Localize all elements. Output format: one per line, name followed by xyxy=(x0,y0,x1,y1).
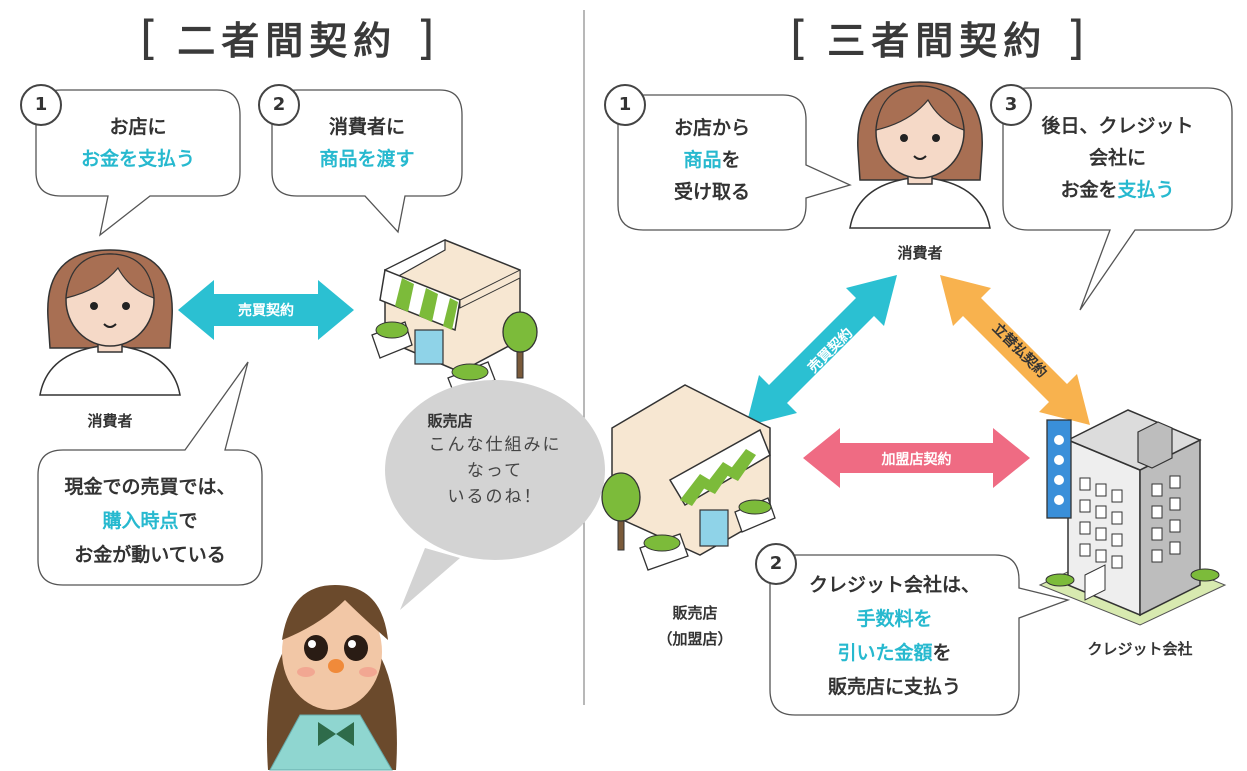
left-shop-label: 販売店 xyxy=(427,412,473,430)
right-company-label: クレジット会社 xyxy=(1087,640,1193,658)
right-member-arrow-label: 加盟店契約 xyxy=(881,452,952,468)
right-bubble-2-highlight-1: 手数料を xyxy=(856,608,933,630)
right-shop-label-line1: 販売店 xyxy=(672,604,718,622)
right-bubble-3-highlight: 支払う xyxy=(1117,179,1175,201)
left-consumer-illustration xyxy=(39,249,181,396)
right-advance-arrow xyxy=(940,275,1090,425)
right-title-close-bracket: ] xyxy=(1066,11,1085,65)
left-note-text: 現金での売買では、 購入時点で お金が動いている xyxy=(38,470,262,572)
left-bubble-1-number: 1 xyxy=(20,84,62,126)
left-bubble-2-text: 消費者に 商品を渡す xyxy=(272,111,462,175)
left-bubble-1-highlight: お金を支払う xyxy=(80,148,195,170)
left-shop-illustration xyxy=(371,239,538,397)
right-bubble-3-line3-a: お金を xyxy=(1060,179,1118,201)
right-bubble-1-line2-rest: を xyxy=(721,149,741,171)
right-consumer-label: 消費者 xyxy=(897,244,943,262)
right-bubble-2-text: クレジット会社は、 手数料を 引いた金額を 販売店に支払う xyxy=(770,568,1019,704)
left-bubble-1-text: お店に お金を支払う xyxy=(36,111,240,175)
left-note-shape xyxy=(37,361,263,586)
left-title-close-bracket: ] xyxy=(416,11,435,65)
left-note-line1: 現金での売買では、 xyxy=(64,476,236,498)
right-bubble-1-line1: お店から xyxy=(673,117,750,139)
right-title-text: 三者間契約 xyxy=(827,19,1048,63)
right-bubble-2-line4: 販売店に支払う xyxy=(827,676,961,698)
right-company-illustration xyxy=(1038,409,1227,626)
right-bubble-1-highlight: 商品 xyxy=(683,149,722,171)
left-bubble-2-highlight: 商品を渡す xyxy=(319,148,415,170)
left-note-highlight: 購入時点 xyxy=(102,510,179,532)
left-bubble-1-line1: お店に xyxy=(109,116,167,138)
right-bubble-2-number: 2 xyxy=(755,543,797,585)
right-bubble-2-line3: 引いた金額を xyxy=(770,636,1019,670)
right-bubble-1-line2: 商品を xyxy=(618,144,806,176)
right-bubble-3-text: 後日、クレジット 会社に お金を支払う xyxy=(1003,110,1232,206)
right-bubble-1-number: 1 xyxy=(604,84,646,126)
right-buy-arrow xyxy=(746,275,897,426)
right-consumer-illustration xyxy=(849,81,991,229)
right-member-arrow xyxy=(803,428,1030,488)
right-bubble-1-text: お店から 商品を 受け取る xyxy=(618,112,806,208)
right-shop-label-line2: （加盟店） xyxy=(657,630,733,648)
right-bubble-3-number: 3 xyxy=(990,84,1032,126)
speech-text: こんな仕組みに なって いるのね！ xyxy=(395,432,595,510)
right-title: [ 三者間契約 ] xyxy=(790,8,1084,68)
doll-illustration xyxy=(266,585,397,771)
speech-line3: いるのね！ xyxy=(447,487,543,507)
left-note-line3: お金が動いている xyxy=(74,544,226,566)
left-buy-arrow-label: 売買契約 xyxy=(238,303,294,319)
right-bubble-3-line2: 会社に xyxy=(1088,147,1146,169)
right-bubble-1-line3: 受け取る xyxy=(673,181,750,203)
left-bubble-2-number: 2 xyxy=(258,84,300,126)
right-bubble-2-line3-rest: を xyxy=(932,642,952,664)
left-bubble-2-line1: 消費者に xyxy=(328,116,405,138)
right-bubble-3-line3: お金を支払う xyxy=(1003,174,1232,206)
right-title-open-bracket: [ xyxy=(790,11,808,65)
speech-bubble-shape xyxy=(385,380,605,610)
left-title-text: 二者間契約 xyxy=(177,19,398,63)
left-buy-arrow xyxy=(178,280,354,340)
right-bubble-2-highlight-2: 引いた金額 xyxy=(837,642,933,664)
speech-line1: こんな仕組みに xyxy=(428,435,562,455)
left-title-open-bracket: [ xyxy=(140,11,158,65)
right-shop-illustration xyxy=(601,384,776,571)
left-consumer-label: 消費者 xyxy=(87,412,133,430)
left-note-line2: 購入時点で xyxy=(38,504,262,538)
speech-line2: なって xyxy=(466,461,524,481)
left-title: [ 二者間契約 ] xyxy=(140,8,434,68)
right-shop-label: 販売店 （加盟店） xyxy=(640,600,750,652)
right-bubble-3-line1: 後日、クレジット xyxy=(1041,115,1194,137)
left-note-line2-rest: で xyxy=(178,510,198,532)
right-bubble-2-line1: クレジット会社は、 xyxy=(808,574,980,596)
